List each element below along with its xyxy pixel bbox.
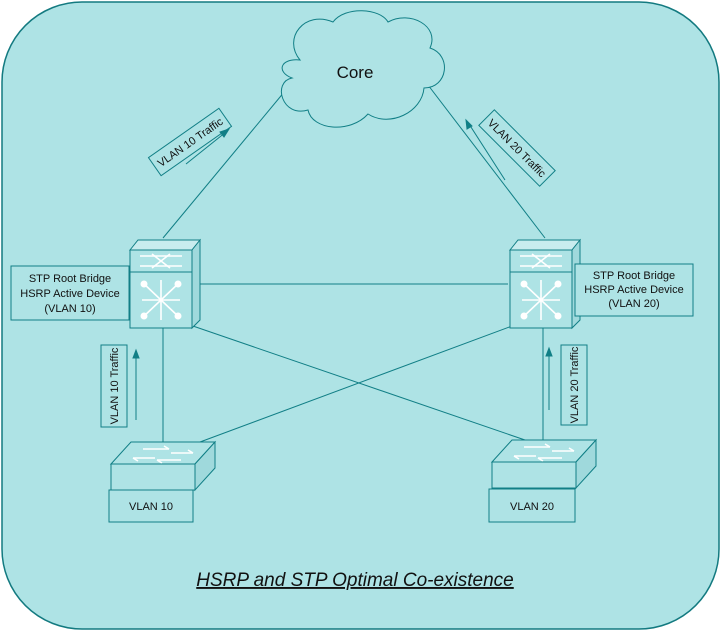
svg-text:HSRP Active Device: HSRP Active Device xyxy=(584,284,683,296)
svg-text:(VLAN 20): (VLAN 20) xyxy=(608,298,659,310)
svg-text:HSRP Active Device: HSRP Active Device xyxy=(20,288,119,300)
right-access-switch xyxy=(491,439,597,489)
right-access-label: VLAN 20 xyxy=(488,488,576,523)
core-cloud: Core xyxy=(281,10,445,128)
link-left-dist-to-right-access xyxy=(189,324,526,441)
link-right-dist-to-core xyxy=(427,84,546,239)
left-access-label: VLAN 10 xyxy=(108,489,194,523)
right-switch-role-box: STP Root Bridge HSRP Active Device (VLAN… xyxy=(574,263,694,317)
svg-text:VLAN 10: VLAN 10 xyxy=(129,501,173,513)
left-distribution-switch xyxy=(129,239,201,329)
right-distribution-switch xyxy=(509,239,581,329)
left-access-switch xyxy=(110,441,216,491)
left-switch-role-box: STP Root Bridge HSRP Active Device (VLAN… xyxy=(10,265,130,321)
svg-text:STP Root Bridge: STP Root Bridge xyxy=(593,270,675,282)
links xyxy=(162,84,546,443)
traffic-label-right-lower: VLAN 20 Traffic xyxy=(560,344,588,426)
diagram-title: HSRP and STP Optimal Co-existence xyxy=(196,570,514,591)
svg-text:STP Root Bridge: STP Root Bridge xyxy=(29,273,111,285)
traffic-arrow-right-upper xyxy=(465,118,506,181)
svg-text:VLAN 20: VLAN 20 xyxy=(510,501,554,513)
core-label: Core xyxy=(337,63,374,82)
traffic-label-left-lower: VLAN 10 Traffic xyxy=(100,344,128,428)
svg-text:VLAN 20 Traffic: VLAN 20 Traffic xyxy=(569,346,581,423)
svg-text:VLAN 10 Traffic: VLAN 10 Traffic xyxy=(109,347,121,424)
svg-text:(VLAN 10): (VLAN 10) xyxy=(44,303,95,315)
traffic-arrow-right-lower xyxy=(545,346,553,410)
traffic-arrow-left-lower xyxy=(132,348,140,420)
traffic-arrow-left-upper xyxy=(185,128,231,165)
link-left-dist-to-core xyxy=(162,84,291,239)
link-right-dist-to-left-access xyxy=(199,325,513,443)
